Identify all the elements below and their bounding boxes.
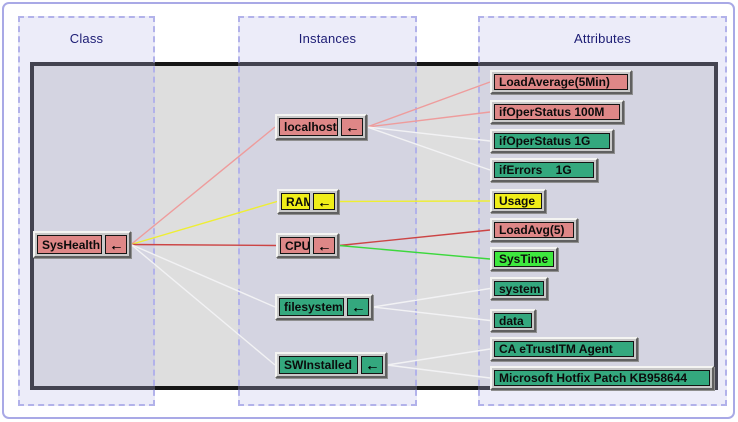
node-iferrors1g-label: ifErrors 1G xyxy=(494,162,594,178)
node-system[interactable]: system xyxy=(490,277,548,300)
node-filesystem-collapse-arrow-icon[interactable]: ← xyxy=(347,298,369,316)
node-loadavg5-label: LoadAvg(5) xyxy=(494,222,574,238)
node-ram-label: RAM xyxy=(281,193,310,210)
node-loadavg5[interactable]: LoadAvg(5) xyxy=(490,218,578,242)
column-instances-label: Instances xyxy=(298,31,357,46)
node-systime-label: SysTime xyxy=(494,251,554,267)
node-ms-hotfix[interactable]: Microsoft Hotfix Patch KB958644 xyxy=(490,366,714,390)
node-swinstalled[interactable]: SWInstalled← xyxy=(275,352,387,378)
node-iferrors1g[interactable]: ifErrors 1G xyxy=(490,158,598,182)
node-syshealth-collapse-arrow-icon[interactable]: ← xyxy=(105,235,127,254)
node-ms-hotfix-label: Microsoft Hotfix Patch KB958644 xyxy=(494,370,710,386)
node-cpu[interactable]: CPU← xyxy=(276,233,339,258)
node-ram-collapse-arrow-icon[interactable]: ← xyxy=(313,193,335,210)
node-syshealth-label: SysHealth xyxy=(37,235,102,254)
node-system-label: system xyxy=(494,281,544,296)
node-filesystem-label: filesystem xyxy=(279,298,344,316)
node-ifoperstatus100m-label: ifOperStatus 100M xyxy=(494,104,620,120)
column-class-label: Class xyxy=(69,31,104,46)
node-ram[interactable]: RAM← xyxy=(277,189,339,214)
node-ca-etrustitm[interactable]: CA eTrustITM Agent xyxy=(490,337,638,361)
node-loadaverage5min-label: LoadAverage(5Min) xyxy=(494,74,628,90)
node-localhost[interactable]: localhost← xyxy=(275,114,367,140)
node-ifoperstatus100m[interactable]: ifOperStatus 100M xyxy=(490,100,624,124)
node-systime[interactable]: SysTime xyxy=(490,247,558,271)
node-data[interactable]: data xyxy=(490,309,536,332)
node-swinstalled-label: SWInstalled xyxy=(279,356,358,374)
node-ifoperstatus1g[interactable]: ifOperStatus 1G xyxy=(490,129,614,153)
column-attributes-label: Attributes xyxy=(574,31,631,46)
node-usage[interactable]: Usage xyxy=(490,189,546,213)
node-loadaverage5min[interactable]: LoadAverage(5Min) xyxy=(490,70,632,94)
node-cpu-label: CPU xyxy=(280,237,310,254)
node-filesystem[interactable]: filesystem← xyxy=(275,294,373,320)
node-localhost-collapse-arrow-icon[interactable]: ← xyxy=(341,118,363,136)
node-ifoperstatus1g-label: ifOperStatus 1G xyxy=(494,133,610,149)
node-cpu-collapse-arrow-icon[interactable]: ← xyxy=(313,237,335,254)
node-swinstalled-collapse-arrow-icon[interactable]: ← xyxy=(361,356,383,374)
node-ca-etrustitm-label: CA eTrustITM Agent xyxy=(494,341,634,357)
node-usage-label: Usage xyxy=(494,193,542,209)
node-syshealth[interactable]: SysHealth← xyxy=(33,231,131,258)
node-localhost-label: localhost xyxy=(279,118,338,136)
node-data-label: data xyxy=(494,313,532,328)
